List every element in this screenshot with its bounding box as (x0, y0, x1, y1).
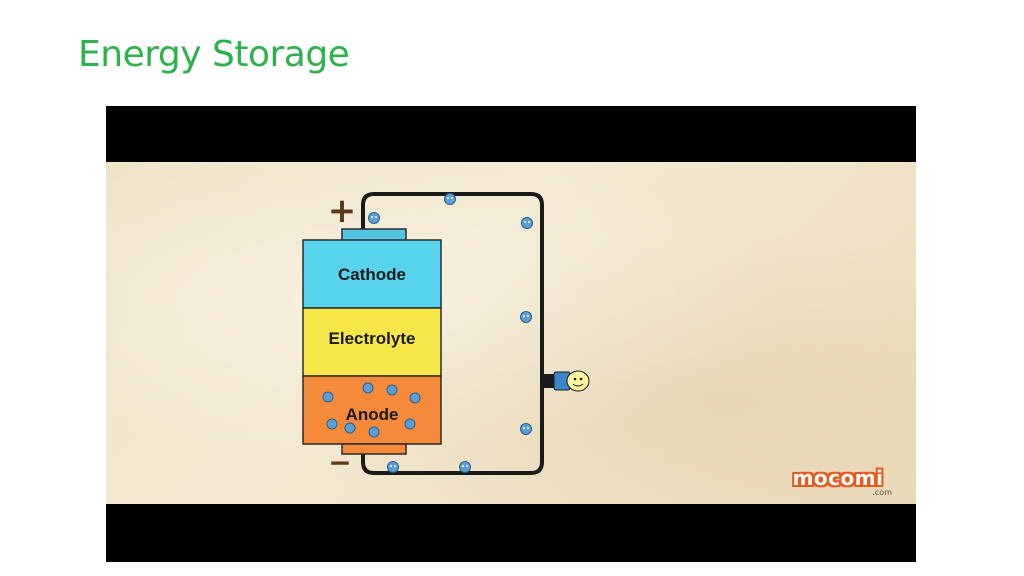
electron-icon (444, 193, 456, 205)
electron-icon (409, 392, 421, 404)
logo-text: mocomi (792, 466, 884, 490)
electron-icon (322, 391, 334, 403)
electron-icon (520, 311, 532, 323)
positive-sign: + (328, 191, 357, 231)
video-frame[interactable]: Cathode Electrolyte Anode + − (106, 106, 916, 562)
circuit-wire (361, 192, 544, 475)
electron-icon (368, 212, 380, 224)
negative-sign: − (328, 446, 351, 479)
logo-suffix: .com (872, 488, 892, 497)
cathode-label: Cathode (338, 265, 406, 284)
anode-label: Anode (346, 405, 399, 424)
battery-animation-scene: Cathode Electrolyte Anode + − (106, 162, 916, 504)
electron-icon (386, 384, 398, 396)
electron-icon (368, 426, 380, 438)
electron-icon (387, 461, 399, 473)
electron-icon (521, 217, 533, 229)
electron-icon (459, 461, 471, 473)
mocomi-logo: mocomi .com (774, 464, 902, 498)
electron-icon (404, 418, 416, 430)
electron-icon (326, 418, 338, 430)
electron-icon (344, 422, 356, 434)
cathode-layer (302, 239, 442, 309)
negative-terminal-cap (341, 443, 407, 455)
light-bulb-icon (540, 370, 590, 392)
electron-icon (362, 382, 374, 394)
slide-title: Energy Storage (78, 34, 350, 75)
battery-diagram: Cathode Electrolyte Anode + − (302, 191, 590, 479)
electron-icon (520, 423, 532, 435)
electrolyte-label: Electrolyte (329, 329, 416, 348)
